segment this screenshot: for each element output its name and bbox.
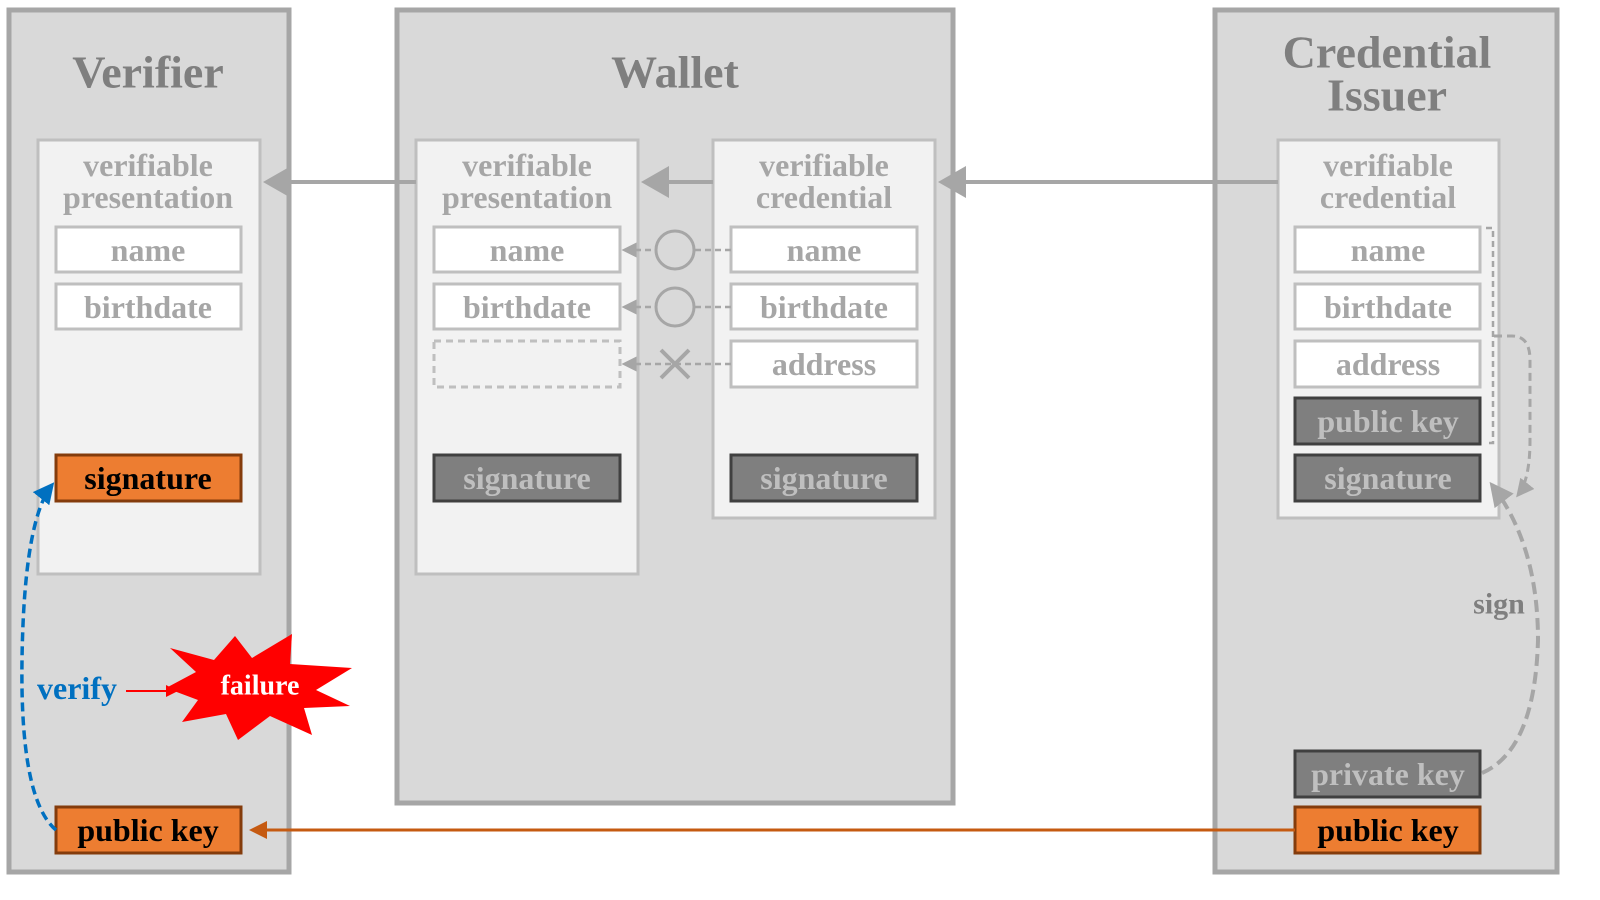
verifier-title: Verifier (72, 47, 224, 98)
verify-arrow (20, 482, 58, 832)
field-label: birthdate (1324, 289, 1452, 325)
circle-icon (654, 229, 696, 271)
cross-icon (659, 348, 691, 380)
field-address (1293, 339, 1482, 389)
doc-title: verifiable (759, 147, 889, 183)
omitted-field (432, 339, 622, 389)
issuer-public-key (1293, 805, 1482, 855)
failure-burst-icon (166, 634, 352, 740)
field-name (432, 225, 622, 274)
hash-arrow (1494, 334, 1535, 498)
signature-field (729, 453, 919, 503)
sign-arrow (1481, 481, 1541, 775)
field-birthdate (1293, 282, 1482, 331)
verify-label: verify (37, 670, 117, 706)
field-label: birthdate (463, 289, 591, 325)
signature-label: signature (1324, 460, 1451, 496)
doc-title: verifiable (83, 147, 213, 183)
doc-title: verifiable (1323, 147, 1453, 183)
signature-label: signature (84, 460, 211, 496)
verifier-panel: Verifier verifiable presentation name bi… (6, 7, 292, 875)
field-birthdate (54, 282, 243, 331)
issuer-title: Credential (1283, 27, 1492, 78)
circle-icon (654, 286, 696, 328)
public-key-label: public key (1317, 812, 1458, 848)
field-name (729, 225, 919, 274)
field-name (54, 225, 243, 274)
field-name (1293, 225, 1482, 274)
public-key-label: public key (1317, 403, 1458, 439)
signed-fields-bracket (1486, 226, 1495, 445)
field-birthdate (432, 282, 622, 331)
public-key-field (1293, 396, 1482, 446)
private-key-field (1293, 749, 1482, 799)
doc-title: credential (756, 179, 892, 215)
field-label: name (490, 232, 565, 268)
signature-label: signature (463, 460, 590, 496)
sign-label: sign (1473, 588, 1525, 621)
field-label: birthdate (84, 289, 212, 325)
wallet-panel: Wallet verifiable presentation name birt… (394, 7, 956, 806)
issuer-title: Issuer (1327, 70, 1447, 121)
field-label: birthdate (760, 289, 888, 325)
wallet-title: Wallet (611, 47, 739, 98)
field-label: address (1336, 346, 1440, 382)
field-address (729, 339, 919, 389)
field-label: name (1351, 232, 1426, 268)
doc-title: presentation (442, 179, 612, 215)
doc-title: presentation (63, 179, 233, 215)
public-key-label: public key (77, 812, 218, 848)
signature-field (432, 453, 622, 503)
field-label: name (111, 232, 186, 268)
signature-field (54, 453, 243, 503)
doc-title: verifiable (462, 147, 592, 183)
private-key-label: private key (1311, 756, 1465, 792)
failure-label: failure (221, 671, 300, 702)
doc-title: credential (1320, 179, 1456, 215)
field-label: name (787, 232, 862, 268)
field-label: address (772, 346, 876, 382)
signature-field (1293, 453, 1482, 503)
issuer-panel: Credential Issuer verifiable credential … (1212, 7, 1560, 875)
signature-label: signature (760, 460, 887, 496)
